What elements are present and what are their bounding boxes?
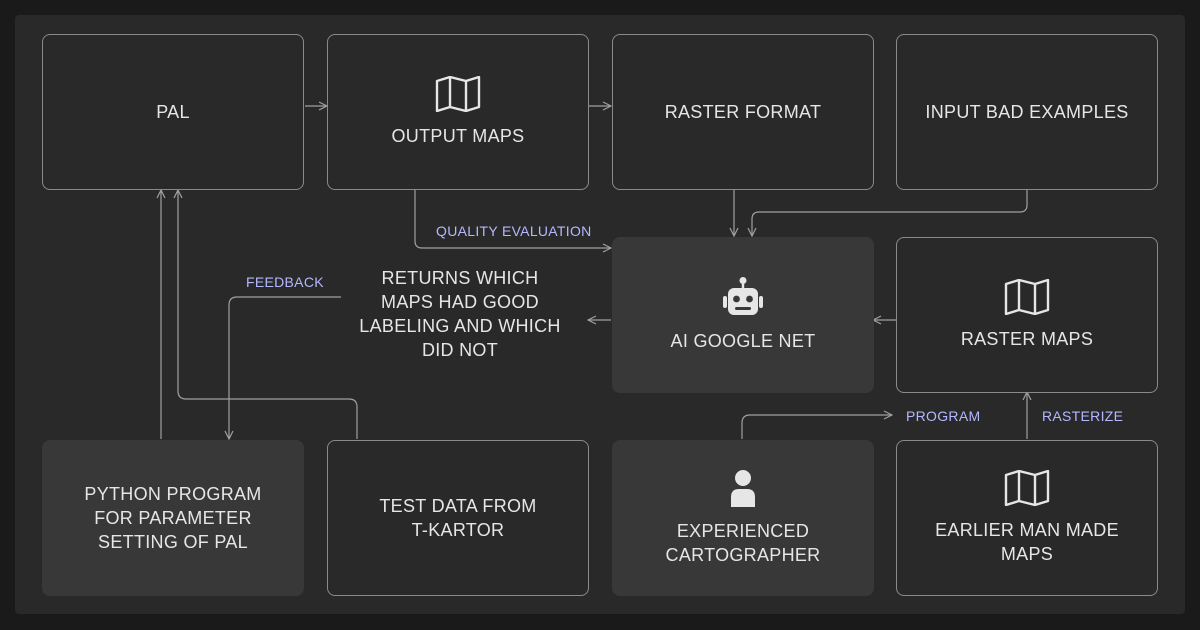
node-raster-format: RASTER FORMAT [612,34,874,190]
node-raster-maps: RASTER MAPS [896,237,1158,393]
edge-output-to-ai-quality [414,189,611,248]
node-earlier-maps-label: EARLIER MAN MADE MAPS [935,520,1119,564]
edge-cartographer-program [741,415,892,439]
map-icon [1004,279,1050,315]
edges-layer [15,15,1185,614]
edge-label-quality-evaluation: QUALITY EVALUATION [433,223,595,239]
map-icon [435,76,481,112]
node-test-data-label: TEST DATA FROM T-KARTOR [379,496,537,540]
node-experienced-cartographer-label: EXPERIENCED CARTOGRAPHER [665,521,821,565]
edge-feedback-to-python [229,296,341,439]
node-pal-label: PAL [156,102,190,122]
node-python-program: PYTHON PROGRAM FOR PARAMETER SETTING OF … [42,440,304,596]
node-experienced-cartographer: EXPERIENCED CARTOGRAPHER [612,440,874,596]
node-ai-google-net-label: AI GOOGLE NET [670,331,816,351]
returns-text: RETURNS WHICH MAPS HAD GOOD LABELING AND… [359,268,561,360]
node-pal: PAL [42,34,304,190]
diagram-canvas: PAL OUTPUT MAPS RASTER FORMAT INPUT BAD … [15,15,1185,614]
node-python-program-label: PYTHON PROGRAM FOR PARAMETER SETTING OF … [84,484,262,552]
robot-icon [723,277,763,315]
node-raster-maps-label: RASTER MAPS [960,329,1094,349]
node-input-bad-examples-label: INPUT BAD EXAMPLES [925,102,1129,122]
edge-label-program: PROGRAM [903,408,984,424]
edge-bad-examples-to-ai [752,189,1028,236]
map-icon [1004,470,1050,506]
node-raster-format-label: RASTER FORMAT [664,102,822,122]
person-icon [731,470,755,507]
edge-label-rasterize: RASTERIZE [1039,408,1127,424]
node-earlier-maps: EARLIER MAN MADE MAPS [896,440,1158,596]
edge-label-feedback: FEEDBACK [243,274,327,290]
node-input-bad-examples: INPUT BAD EXAMPLES [896,34,1158,190]
edge-test-data-to-pal [178,190,358,439]
node-output-maps-label: OUTPUT MAPS [391,126,525,146]
node-ai-google-net: AI GOOGLE NET [612,237,874,393]
node-test-data: TEST DATA FROM T-KARTOR [327,440,589,596]
node-output-maps: OUTPUT MAPS [327,34,589,190]
